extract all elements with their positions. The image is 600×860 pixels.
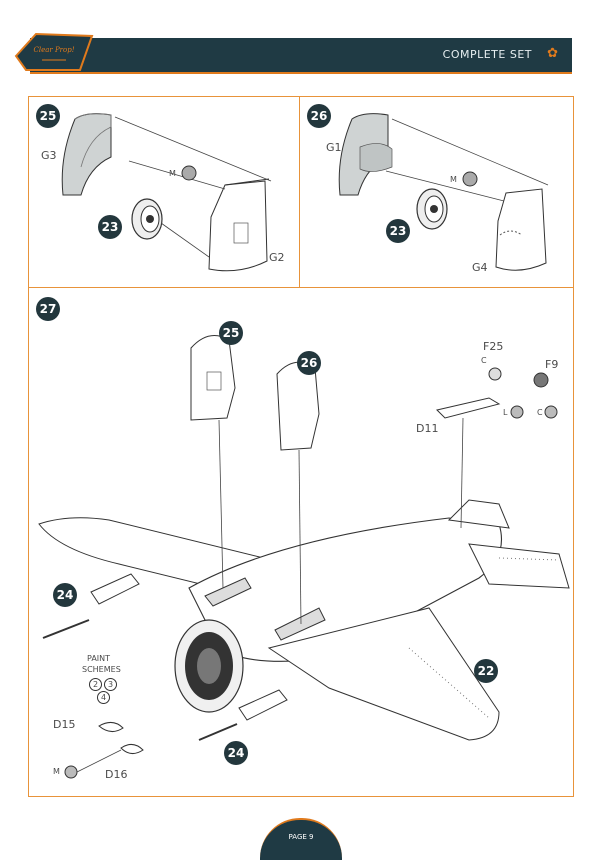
paint-scheme-3: 3: [104, 678, 117, 691]
part-label-l: L: [503, 408, 508, 417]
callout-22-badge: 22: [474, 659, 498, 683]
callout-26-badge: 26: [297, 351, 321, 375]
page-footer: PAGE 9: [260, 818, 342, 860]
step-number-badge: 25: [36, 104, 60, 128]
callout-24-badge: 24: [224, 741, 248, 765]
header-bar: COMPLETE SET ✿: [30, 38, 572, 74]
callout-25-badge: 25: [219, 321, 243, 345]
step-25-drawing: [61, 113, 272, 272]
step-number-badge: 27: [36, 297, 60, 321]
part-label-g2: G2: [269, 251, 285, 264]
header-title: COMPLETE SET: [442, 48, 532, 61]
part-label-f9: F9: [545, 358, 559, 371]
step-27-drawing: [38, 335, 570, 779]
paint-scheme-4: 4: [97, 691, 110, 704]
sub-step-badge: 23: [98, 215, 122, 239]
paint-scheme-2: 2: [89, 678, 102, 691]
part-label-m: M: [169, 169, 176, 178]
paint-schemes-title: SCHEMES: [82, 665, 121, 674]
sub-step-badge: 23: [386, 219, 410, 243]
part-label-c: C: [481, 356, 487, 365]
part-label-f25: F25: [483, 340, 504, 353]
step-27-panel: 27 25 26 24 24 22 F25 F9 D11 D15 D16 C L…: [28, 287, 574, 797]
part-label-d11: D11: [416, 422, 439, 435]
part-label-d16: D16: [105, 768, 128, 781]
callout-24-badge: 24: [53, 583, 77, 607]
part-label-g4: G4: [472, 261, 488, 274]
part-label-m: M: [450, 175, 457, 184]
part-label-c: C: [537, 408, 543, 417]
step-26-drawing: [338, 113, 549, 271]
gear-icon: ✿: [547, 46, 558, 61]
part-label-g1: G1: [326, 141, 342, 154]
step-26-panel: 26 23 G1 G4 M: [299, 96, 574, 289]
part-label-g3: G3: [41, 149, 57, 162]
page-number: PAGE 9: [288, 833, 314, 841]
step-number-badge: 26: [307, 104, 331, 128]
logo-text: Clear Prop!: [33, 46, 74, 54]
part-label-m: M: [53, 767, 60, 776]
part-label-d15: D15: [53, 718, 76, 731]
step-25-panel: 25 23 G3 G2 M: [28, 96, 301, 289]
brand-logo: Clear Prop!: [14, 32, 94, 71]
paint-schemes-title: PAINT: [87, 654, 111, 663]
